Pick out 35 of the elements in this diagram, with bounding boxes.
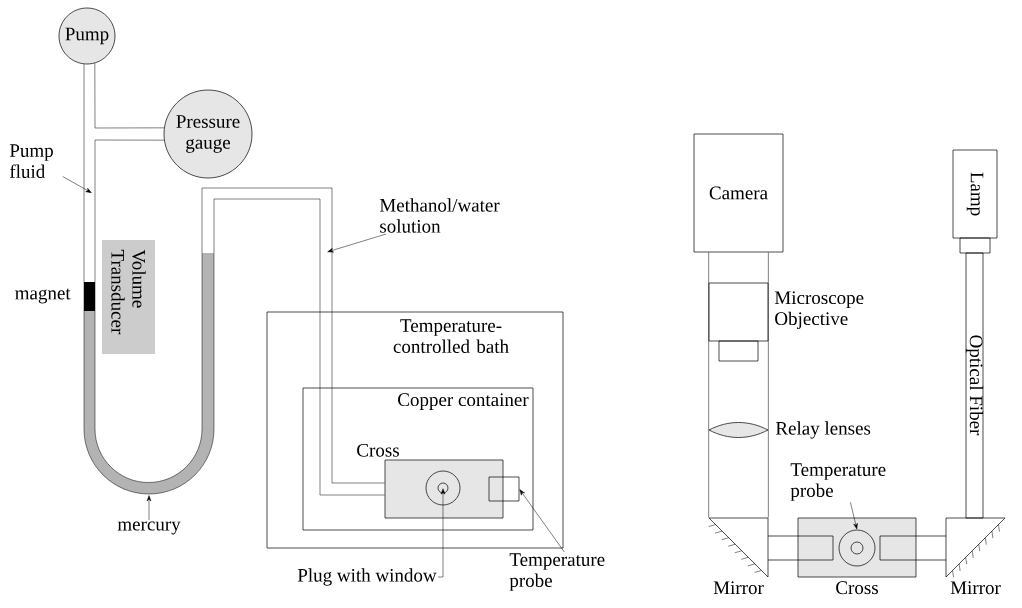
callout-text: mercury	[117, 521, 181, 535]
tube-wall	[708, 252, 709, 518]
tube-wall	[94, 139, 385, 484]
part-label: magnet	[15, 288, 71, 304]
node-label: Microscope Objective	[774, 291, 864, 329]
tube-wall	[83, 63, 385, 496]
node-label: Mirror	[950, 581, 1001, 595]
leader-arrow	[62, 176, 92, 193]
cross-box: Cross	[357, 443, 504, 519]
plug-circle	[425, 470, 461, 506]
node-label: Cross	[357, 443, 399, 457]
node-label: Cross	[836, 581, 878, 595]
leader-arrow	[146, 495, 152, 521]
leader-arrow	[327, 233, 387, 253]
cross-box: Cross	[797, 517, 917, 595]
mirror: Mirror	[708, 517, 769, 595]
tube-wall	[94, 63, 165, 129]
node-label: Mirror	[713, 581, 764, 595]
mirror: Mirror	[945, 517, 1006, 595]
leader-arrow	[850, 501, 858, 530]
callout-text: Pump fluid	[9, 144, 53, 178]
lamp-box: Lamp	[952, 149, 998, 254]
callout-text: Methanol/water solution	[379, 198, 500, 233]
window-circle	[838, 529, 876, 567]
tube-wall	[768, 252, 769, 518]
objective-box: Microscope Objective	[708, 282, 864, 362]
probe-box	[488, 476, 520, 502]
camera-box: Camera	[693, 133, 784, 253]
callout-text: Plug with window	[297, 568, 437, 586]
fiber-tube: Optical Fiber	[965, 252, 984, 519]
callout-text: Temperature probe	[509, 553, 605, 591]
callout-text: Temperature probe	[790, 463, 886, 501]
transducer-box: Volume Transducer	[102, 240, 155, 354]
part-label: Relay lenses	[775, 421, 871, 439]
leader-arrow	[437, 488, 446, 578]
